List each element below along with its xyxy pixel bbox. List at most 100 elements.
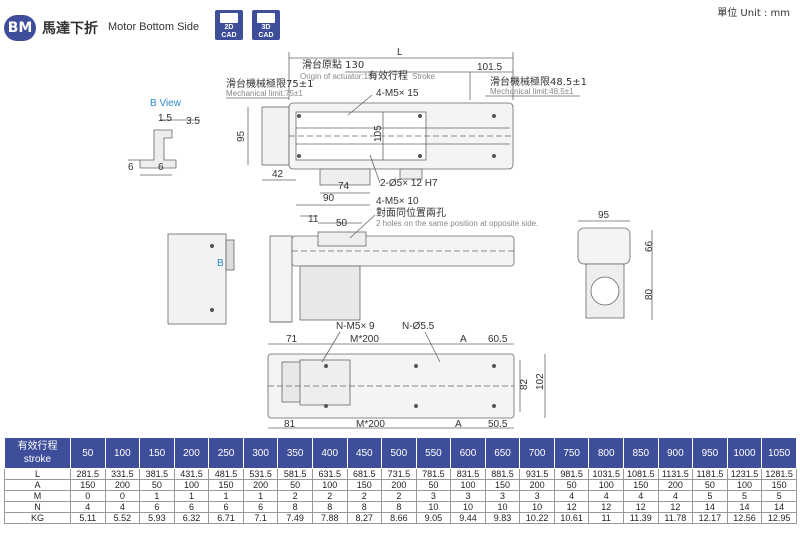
table-cell: 0 xyxy=(70,490,106,502)
table-cell: 7.49 xyxy=(277,512,313,524)
stroke-col-header: 200 xyxy=(173,437,210,469)
cad-3d-top: 3D xyxy=(261,24,271,31)
stroke-col-header: 100 xyxy=(104,437,141,469)
stroke-col-header: 350 xyxy=(277,437,313,469)
table-cell: 50 xyxy=(277,479,313,491)
table-cell: 50 xyxy=(692,479,728,491)
row-label: A xyxy=(4,479,71,491)
row-label: L xyxy=(4,468,71,480)
table-cell: 50 xyxy=(553,479,590,491)
table-head-stroke: 有效行程 stroke xyxy=(4,437,71,469)
table-cell: 14 xyxy=(692,501,728,513)
dim-m200-top: M*200 xyxy=(350,334,379,345)
dim-4m5-15: 4-M5× 15 xyxy=(376,88,419,99)
table-cell: 631.5 xyxy=(311,468,348,480)
unit-label: 單位 Unit : mm xyxy=(717,8,790,19)
dim-6-right: 6 xyxy=(158,162,164,173)
dim-50-5: 50.5 xyxy=(488,419,508,430)
table-cell: 11.39 xyxy=(623,512,659,524)
table-cell: 981.5 xyxy=(553,468,590,480)
dim-95-end: 95 xyxy=(598,210,610,221)
title-english: Motor Bottom Side xyxy=(108,21,200,33)
table-cell: 5.52 xyxy=(104,512,141,524)
table-cell: 3 xyxy=(415,490,452,502)
table-cell: 150 xyxy=(484,479,521,491)
table-cell: 5 xyxy=(692,490,728,502)
stroke-col-header: 300 xyxy=(242,437,279,469)
stroke-col-header: 50 xyxy=(70,437,106,469)
table-cell: 781.5 xyxy=(415,468,452,480)
floppy-disk-icon xyxy=(257,13,275,23)
table-cell: 4 xyxy=(70,501,106,513)
stroke-col-header: 450 xyxy=(346,437,383,469)
row-label: KG xyxy=(4,512,71,524)
cad-2d-button[interactable]: 2D CAD xyxy=(215,10,243,40)
dim-A-bottom: A xyxy=(455,419,462,430)
table-cell: 200 xyxy=(381,479,417,491)
cad-2d-bottom: CAD xyxy=(221,32,237,39)
header: BM 馬達下折 Motor Bottom Side 2D CAD 3D CAD … xyxy=(0,0,800,50)
technical-drawing: L 滑台原點 130 Origin of actuator:130 有效行程 S… xyxy=(128,47,655,430)
table-cell: 10 xyxy=(415,501,452,513)
dim-50: 50 xyxy=(336,218,348,229)
dim-80: 80 xyxy=(644,288,655,300)
table-cell: 50 xyxy=(415,479,452,491)
cad-2d-top: 2D xyxy=(224,24,234,31)
table-cell: 12.95 xyxy=(761,512,797,524)
table-cell: 8 xyxy=(346,501,383,513)
table-cell: 8.27 xyxy=(346,512,383,524)
table-cell: 14 xyxy=(726,501,763,513)
table-cell: 6.71 xyxy=(208,512,244,524)
table-cell: 5 xyxy=(726,490,763,502)
table-cell: 3 xyxy=(450,490,486,502)
table-cell: 100 xyxy=(173,479,210,491)
stroke-col-header: 500 xyxy=(381,437,417,469)
table-cell: 581.5 xyxy=(277,468,313,480)
table-cell: 931.5 xyxy=(519,468,555,480)
dim-holes-cn: 對面同位置兩孔 xyxy=(376,206,446,219)
table-cell: 100 xyxy=(588,479,624,491)
stroke-col-header: 1000 xyxy=(726,437,763,469)
table-cell: 50 xyxy=(139,479,175,491)
stroke-col-header: 650 xyxy=(484,437,521,469)
table-cell: 12 xyxy=(657,501,694,513)
table-cell: 481.5 xyxy=(208,468,244,480)
dim-105: 105 xyxy=(373,125,384,142)
table-cell: 8 xyxy=(311,501,348,513)
table-cell: 12.17 xyxy=(692,512,728,524)
table-cell: 1281.5 xyxy=(761,468,797,480)
table-cell: 6 xyxy=(208,501,244,513)
table-cell: 2 xyxy=(346,490,383,502)
title-chinese: 馬達下折 xyxy=(42,21,98,37)
table-cell: 100 xyxy=(450,479,486,491)
stroke-col-header: 550 xyxy=(415,437,452,469)
stroke-col-header: 850 xyxy=(623,437,659,469)
dim-nm5: N-M5× 9 xyxy=(336,321,375,332)
stroke-col-header: 400 xyxy=(311,437,348,469)
dim-6-left: 6 xyxy=(128,162,134,173)
table-cell: 281.5 xyxy=(70,468,106,480)
cad-3d-button[interactable]: 3D CAD xyxy=(252,10,280,40)
table-cell: 150 xyxy=(623,479,659,491)
dim-3-5: 3.5 xyxy=(186,116,200,127)
table-cell: 2 xyxy=(381,490,417,502)
dim-71: 71 xyxy=(286,334,298,345)
table-cell: 9.83 xyxy=(484,512,521,524)
table-cell: 831.5 xyxy=(450,468,486,480)
dim-m200-bottom: M*200 xyxy=(356,419,385,430)
table-cell: 681.5 xyxy=(346,468,383,480)
table-cell: 1131.5 xyxy=(657,468,694,480)
dim-mech48-en: Mechanical limit:48.5±1 xyxy=(490,87,574,96)
table-cell: 11.78 xyxy=(657,512,694,524)
b-view-label: B View xyxy=(150,98,182,109)
table-cell: 4 xyxy=(657,490,694,502)
table-cell: 0 xyxy=(104,490,141,502)
table-cell: 10.22 xyxy=(519,512,555,524)
table-cell: 5 xyxy=(761,490,797,502)
table-cell: 1 xyxy=(139,490,175,502)
table-cell: 10 xyxy=(450,501,486,513)
table-cell: 8 xyxy=(381,501,417,513)
